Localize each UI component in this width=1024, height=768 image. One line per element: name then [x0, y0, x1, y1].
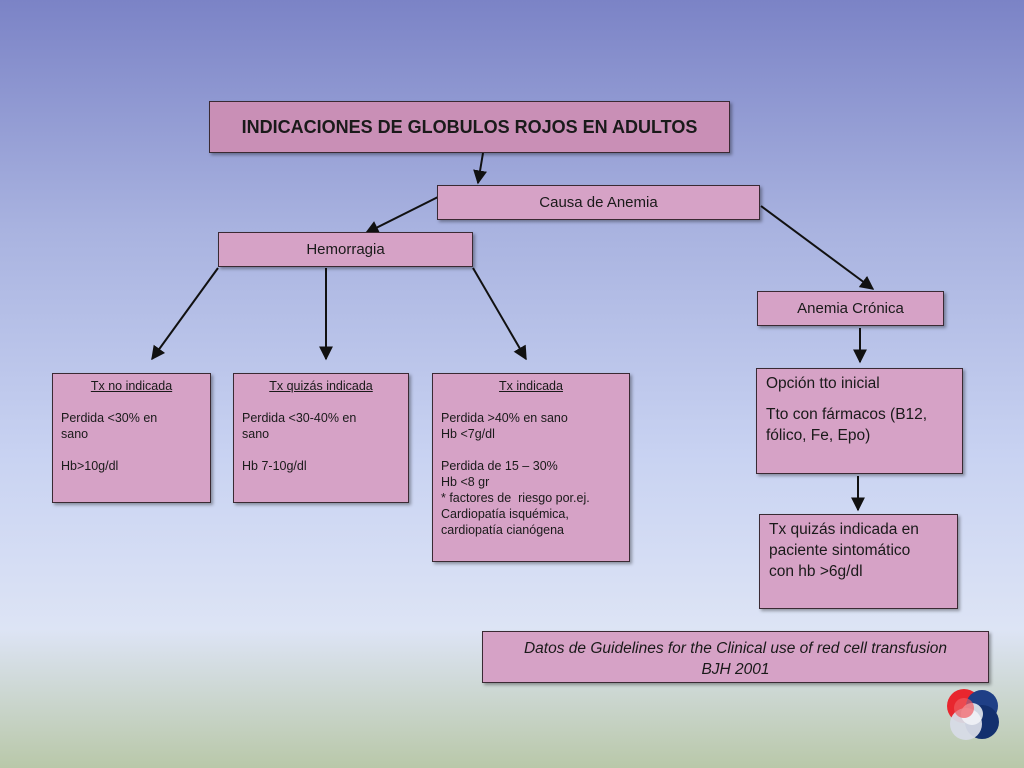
- card-line: * factores de riesgo por.ej.: [441, 491, 590, 505]
- card-line: sano: [61, 427, 89, 441]
- card-block: Perdida >40% en sano Hb <7g/dl: [441, 410, 621, 442]
- card-line: Hb <7g/dl: [441, 427, 495, 441]
- source-note: Datos de Guidelines for the Clinical use…: [482, 631, 989, 683]
- card-tx-not-indicated: Tx no indicada Perdida <30% en sano Hb>1…: [52, 373, 211, 503]
- card-block: Hb>10g/dl: [61, 458, 202, 474]
- hemorrhage-node: Hemorragia: [218, 232, 473, 267]
- chronic-tx-line: Tx quizás indicada en: [769, 521, 919, 538]
- cause-of-anemia-node: Causa de Anemia: [437, 185, 760, 220]
- chronic-option-line: fólico, Fe, Epo): [766, 427, 871, 444]
- card-block: Hb 7-10g/dl: [242, 458, 400, 474]
- diagram-title-text: INDICACIONES DE GLOBULOS ROJOS EN ADULTO…: [241, 116, 698, 137]
- chronic-anemia-label: Anemia Crónica: [797, 300, 904, 317]
- diagram-title: INDICACIONES DE GLOBULOS ROJOS EN ADULTO…: [209, 101, 730, 153]
- card-line: Perdida de 15 – 30%: [441, 459, 558, 473]
- card-block: Perdida <30-40% en sano: [242, 410, 400, 442]
- card-tx-maybe-indicated: Tx quizás indicada Perdida <30-40% en sa…: [233, 373, 409, 503]
- arrow-cause-to-chronic: [760, 205, 875, 290]
- hemorrhage-label: Hemorragia: [306, 241, 385, 258]
- arrow-title-to-cause: [473, 152, 487, 185]
- chronic-tx-line: con hb >6g/dl: [769, 563, 863, 580]
- source-note-line: BJH 2001: [701, 661, 770, 678]
- arrow-hemorrhage-to-card-1: [151, 267, 219, 361]
- source-note-line: Datos de Guidelines for the Clinical use…: [523, 640, 948, 657]
- card-line: cardiopatía cianógena: [441, 523, 565, 537]
- card-line: Cardiopatía isquémica,: [441, 507, 569, 521]
- chronic-anemia-node: Anemia Crónica: [757, 291, 944, 326]
- card-line: Hb <8 gr: [441, 475, 490, 489]
- card-line: Perdida <30% en: [61, 411, 158, 425]
- card-line: Perdida <30-40% en: [242, 411, 357, 425]
- chronic-tx-card: Tx quizás indicada en paciente sintomáti…: [759, 514, 958, 609]
- card-heading: Tx quizás indicada: [269, 379, 373, 393]
- arrow-cause-to-hemorrhage: [364, 196, 439, 234]
- arrow-hemorrhage-to-card-3: [472, 267, 527, 361]
- card-line: sano: [242, 427, 270, 441]
- card-heading: Tx indicada: [499, 379, 563, 393]
- cause-of-anemia-label: Causa de Anemia: [539, 194, 658, 211]
- card-line: Hb>10g/dl: [61, 459, 119, 473]
- chronic-option-heading: Opción tto inicial: [766, 375, 880, 392]
- chronic-tx-line: paciente sintomático: [769, 542, 911, 559]
- chronic-option-body: Tto con fármacos (B12, fólico, Fe, Epo): [766, 404, 953, 446]
- card-block: Perdida de 15 – 30% Hb <8 gr * factores …: [441, 458, 621, 538]
- card-tx-indicated: Tx indicada Perdida >40% en sano Hb <7g/…: [432, 373, 630, 562]
- chronic-option-line: Tto con fármacos (B12,: [766, 406, 928, 423]
- card-line: Hb 7-10g/dl: [242, 459, 307, 473]
- card-line: Perdida >40% en sano: [441, 411, 568, 425]
- card-block: Perdida <30% en sano: [61, 410, 202, 442]
- overlapping-circles-logo-icon: [947, 689, 999, 740]
- card-heading: Tx no indicada: [90, 379, 173, 393]
- chronic-option-card: Opción tto inicial Tto con fármacos (B12…: [756, 368, 963, 474]
